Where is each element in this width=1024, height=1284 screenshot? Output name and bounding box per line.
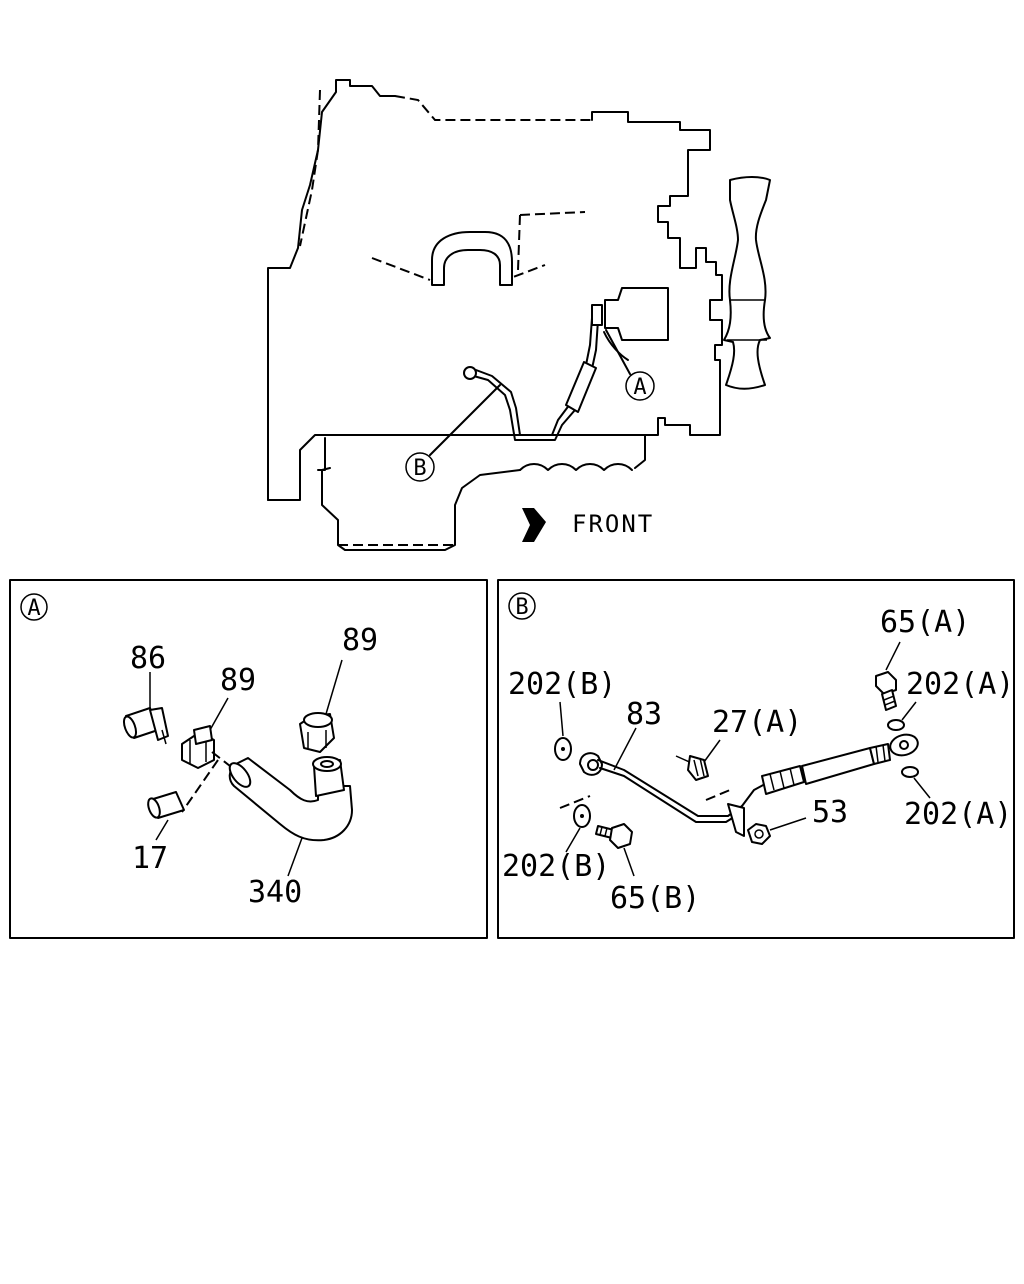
label-202b-bot: 202(B)	[502, 849, 610, 884]
assembly-guide-line	[181, 751, 231, 813]
label-340: 340	[248, 875, 302, 910]
leader-202a-bot	[913, 777, 931, 799]
overview-oil-pipe-inner	[475, 317, 593, 436]
part-89-clip-top	[299, 712, 335, 753]
leader-89-mid	[209, 697, 229, 731]
label-89-top: 89	[342, 623, 378, 658]
overview-pipe-fitting	[591, 304, 603, 326]
detail-panel-b: B 202(B) 83	[497, 579, 1015, 939]
panel-b-tag: B	[515, 595, 528, 620]
engine-bottom-step	[267, 434, 646, 501]
leader-202b-bot	[565, 827, 581, 853]
overview-pipe-hose	[565, 361, 597, 413]
leader-340	[287, 837, 303, 877]
leader-17	[155, 819, 169, 841]
part-65a-bolt	[875, 671, 897, 711]
label-27a: 27(A)	[712, 705, 802, 740]
callout-a-circle	[625, 371, 655, 401]
panel-b-frame	[497, 579, 1015, 939]
front-label: FRONT	[572, 510, 654, 538]
label-65b: 65(B)	[610, 881, 700, 916]
washer-guide-line	[559, 795, 591, 809]
part-89-clip-left	[181, 725, 215, 769]
callout-b-circle	[405, 452, 435, 482]
overview-pipe-eye	[463, 366, 477, 380]
panel-a-frame	[9, 579, 488, 939]
cylinder-head-hidden-line	[517, 211, 586, 271]
label-202b-top: 202(B)	[508, 667, 616, 702]
label-17: 17	[132, 841, 168, 876]
front-arrow-icon	[522, 508, 546, 542]
oil-filter-block	[604, 287, 669, 341]
cooling-fan	[723, 176, 771, 390]
engine-front-hidden-line	[299, 89, 321, 247]
part-65b-bolt	[595, 823, 633, 849]
label-202a-top: 202(A)	[906, 667, 1014, 702]
part-340-hose	[228, 756, 353, 842]
part-53-nut	[747, 823, 771, 845]
engine-top-hidden-line	[394, 95, 592, 121]
engine-overview: A B FRONT	[267, 79, 771, 551]
label-53: 53	[812, 795, 848, 830]
bolt-guide-line	[705, 789, 731, 801]
label-65a: 65(A)	[880, 605, 970, 640]
part-202a-washer-bottom	[901, 766, 919, 778]
part-83-oil-pipe	[579, 752, 766, 837]
washer-hole-bottom	[580, 814, 584, 818]
engine-rear-top-outline	[591, 111, 723, 436]
callout-a-leader	[605, 329, 631, 375]
leader-27a	[703, 739, 721, 763]
panel-a-tag-circle	[20, 593, 48, 621]
leader-53	[769, 817, 807, 831]
panel-a-tag: A	[27, 596, 40, 621]
part-86-connector	[122, 707, 169, 745]
engine-block-outline	[267, 79, 396, 501]
leader-89-top	[325, 659, 343, 715]
label-83: 83	[626, 697, 662, 732]
fan-hub	[727, 299, 767, 341]
label-89-mid: 89	[220, 663, 256, 698]
panel-b-tag-circle	[508, 592, 536, 620]
intake-housing	[431, 231, 513, 286]
detail-panel-a: A 86 89 17	[9, 579, 488, 939]
callout-b-leader	[429, 384, 501, 456]
callout-b-label: B	[413, 456, 426, 481]
leader-202b-top	[559, 701, 564, 737]
part-27a-bolt	[675, 755, 709, 781]
washer-hole	[561, 747, 565, 751]
callout-a-label: A	[633, 375, 646, 400]
part-202a-washer-top	[887, 719, 905, 731]
oil-pan-ribs	[519, 463, 633, 471]
leader-65a	[885, 641, 901, 671]
leader-202a-top	[901, 701, 917, 721]
part-83-hose-assembly	[761, 733, 919, 795]
label-202a-bot: 202(A)	[904, 797, 1012, 832]
leader-65b	[623, 847, 635, 877]
label-86: 86	[130, 641, 166, 676]
oil-pan-outline	[317, 437, 521, 551]
part-17-sleeve	[147, 791, 185, 819]
leader-83	[613, 727, 637, 771]
